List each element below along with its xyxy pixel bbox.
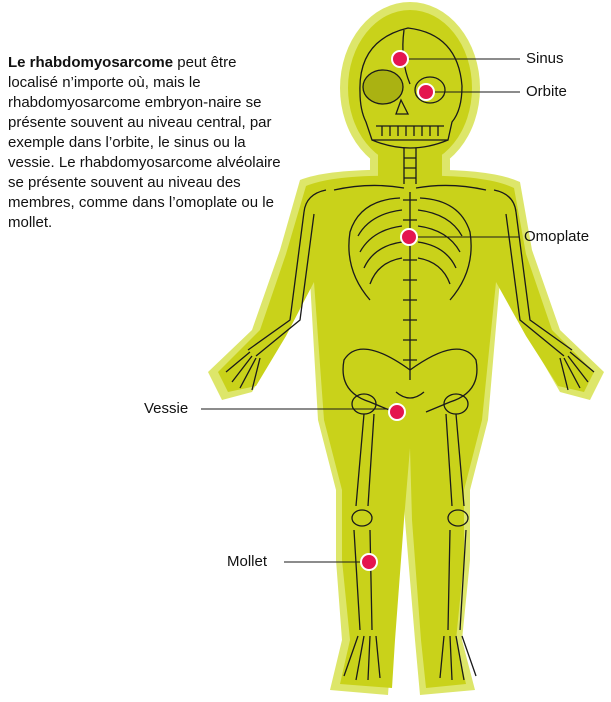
omoplate-marker: [401, 229, 417, 245]
label-omoplate: Omoplate: [524, 228, 589, 246]
mollet-marker: [361, 554, 377, 570]
child-body-silhouette: [208, 2, 604, 695]
orbite-marker: [418, 84, 434, 100]
body-fill: [218, 10, 594, 688]
left-eye-socket: [363, 70, 403, 104]
label-mollet: Mollet: [227, 553, 267, 571]
label-sinus: Sinus: [526, 50, 564, 68]
vessie-marker: [389, 404, 405, 420]
sinus-marker: [392, 51, 408, 67]
label-vessie: Vessie: [144, 400, 188, 418]
label-orbite: Orbite: [526, 83, 567, 101]
